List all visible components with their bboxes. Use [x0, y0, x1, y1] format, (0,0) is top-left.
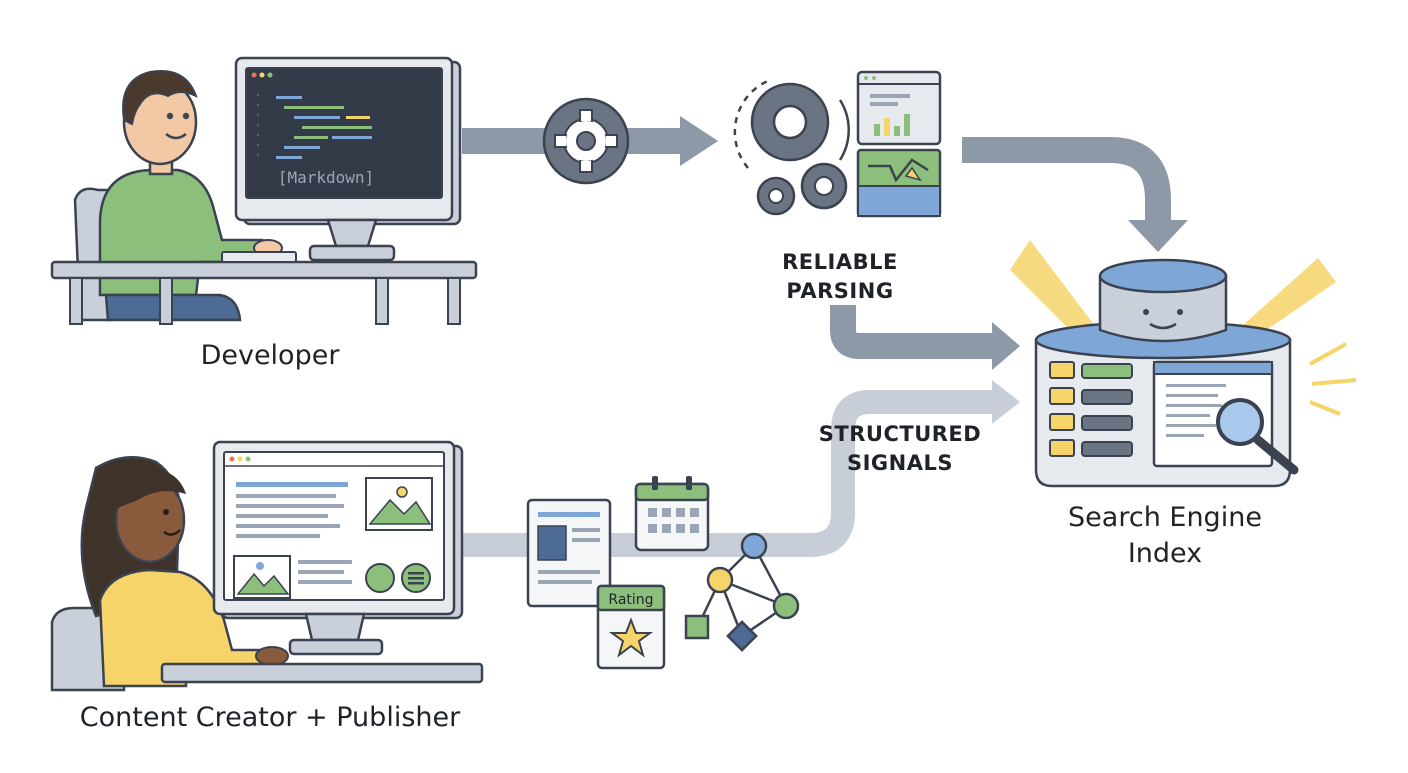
creator-label: Content Creator + Publisher — [79, 702, 461, 733]
signals-label-line1: STRUCTURED — [818, 422, 982, 446]
arrow-top-to-index — [962, 137, 1188, 252]
parsing-label-line2: PARSING — [786, 279, 894, 303]
arrow-signals-to-index — [460, 380, 1020, 557]
signals-label-line2: SIGNALS — [846, 451, 953, 475]
rating-card: Rating — [596, 584, 666, 670]
developer-label: Developer — [200, 340, 340, 371]
creator-figure — [50, 456, 289, 692]
developer-figure — [73, 70, 283, 322]
index-label-line2: Index — [1127, 538, 1203, 569]
index-label-line1: Search Engine — [1068, 502, 1262, 533]
map-icon — [856, 148, 942, 218]
gear-icon — [542, 97, 630, 185]
developer-monitor: [Markdown] — [234, 56, 462, 262]
parsing-label-line1: RELIABLE — [782, 250, 898, 274]
index-rays — [1010, 240, 1357, 416]
document-icon — [526, 498, 612, 608]
developer-desk — [50, 251, 478, 325]
calendar-icon — [634, 476, 710, 552]
creator-desk — [160, 662, 484, 684]
folder-icon — [1049, 361, 1075, 457]
graph-icon — [684, 532, 800, 652]
rating-label: Rating — [608, 592, 653, 608]
creator-monitor — [212, 440, 464, 656]
share-icon — [365, 563, 395, 593]
markdown-text: [Markdown] — [278, 168, 374, 187]
gears-icon — [733, 78, 850, 216]
index-folder-list — [1049, 361, 1133, 457]
magnifier-icon — [1216, 398, 1299, 475]
star-icon — [608, 617, 654, 658]
arrow-parsing-to-index — [830, 305, 1020, 370]
chart-icon — [856, 70, 942, 146]
